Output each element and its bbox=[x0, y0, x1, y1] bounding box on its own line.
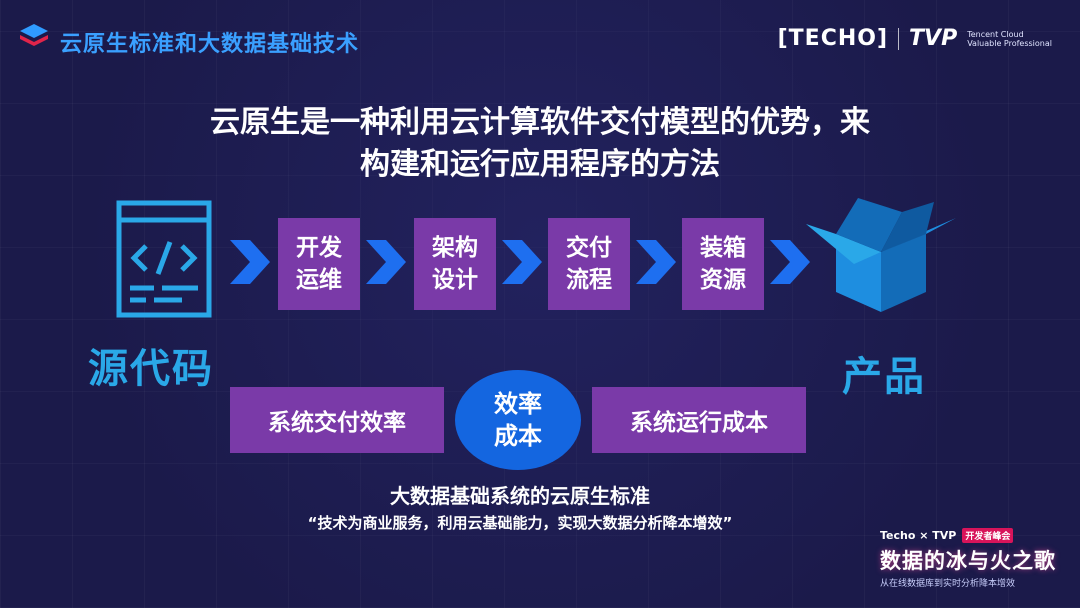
brand-subtitle: Tencent Cloud Valuable Professional bbox=[967, 30, 1052, 48]
brand-techo: [TECHO] bbox=[777, 26, 889, 51]
step-architecture: 架构设计 bbox=[414, 218, 496, 310]
event-title: 数据的冰与火之歌 bbox=[880, 549, 1056, 573]
headline: 云原生是一种利用云计算软件交付模型的优势，来 构建和运行应用程序的方法 bbox=[140, 102, 940, 186]
step-architecture-text: 架构设计 bbox=[432, 235, 478, 293]
step-devops: 开发运维 bbox=[278, 218, 360, 310]
step-delivery-text: 交付流程 bbox=[566, 235, 612, 293]
event-tag: Techo × TVP 开发者峰会 数据的冰与火之歌 从在线数据库到实时分析降本… bbox=[880, 528, 1060, 589]
brand-sub-line2: Valuable Professional bbox=[967, 38, 1052, 48]
step-packaging-text: 装箱资源 bbox=[700, 235, 746, 293]
chevron-right-icon bbox=[230, 240, 270, 284]
brand-sub-line1: Tencent Cloud bbox=[967, 29, 1024, 39]
layers-logo-icon bbox=[20, 24, 48, 46]
step-devops-text: 开发运维 bbox=[296, 235, 342, 293]
chevron-right-icon bbox=[366, 240, 406, 284]
chevron-right-icon bbox=[636, 240, 676, 284]
source-code-label: 源代码 bbox=[88, 346, 214, 392]
step-packaging: 装箱资源 bbox=[682, 218, 764, 310]
code-window-icon bbox=[116, 200, 212, 318]
header-title: 云原生标准和大数据基础技术 bbox=[60, 32, 360, 57]
efficiency-cost-circle: 效率成本 bbox=[455, 370, 581, 470]
event-brand: Techo × TVP bbox=[880, 529, 957, 542]
event-top: Techo × TVP 开发者峰会 bbox=[880, 528, 1060, 543]
delivery-efficiency-bar: 系统交付效率 bbox=[230, 387, 444, 453]
chevron-right-icon bbox=[502, 240, 542, 284]
event-badge: 开发者峰会 bbox=[962, 528, 1014, 543]
event-subtitle: 从在线数据库到实时分析降本增效 bbox=[880, 579, 1016, 589]
headline-line1: 云原生是一种利用云计算软件交付模型的优势，来 bbox=[210, 105, 870, 140]
footer-title: 大数据基础系统的云原生标准 bbox=[390, 484, 650, 508]
open-box-icon bbox=[806, 198, 956, 312]
operating-cost-bar: 系统运行成本 bbox=[592, 387, 806, 453]
product-label: 产品 bbox=[842, 354, 926, 400]
chevron-right-icon bbox=[770, 240, 810, 284]
brand-divider bbox=[898, 27, 900, 50]
brand-tvp: TVP bbox=[909, 26, 958, 51]
step-delivery: 交付流程 bbox=[548, 218, 630, 310]
footer-quote: “技术为商业服务，利用云基础能力，实现大数据分析降本增效” bbox=[307, 514, 733, 532]
circle-text: 效率成本 bbox=[494, 390, 542, 450]
headline-line2: 构建和运行应用程序的方法 bbox=[360, 147, 720, 182]
brand-logo: [TECHO] TVP Tencent Cloud Valuable Profe… bbox=[778, 26, 1052, 51]
